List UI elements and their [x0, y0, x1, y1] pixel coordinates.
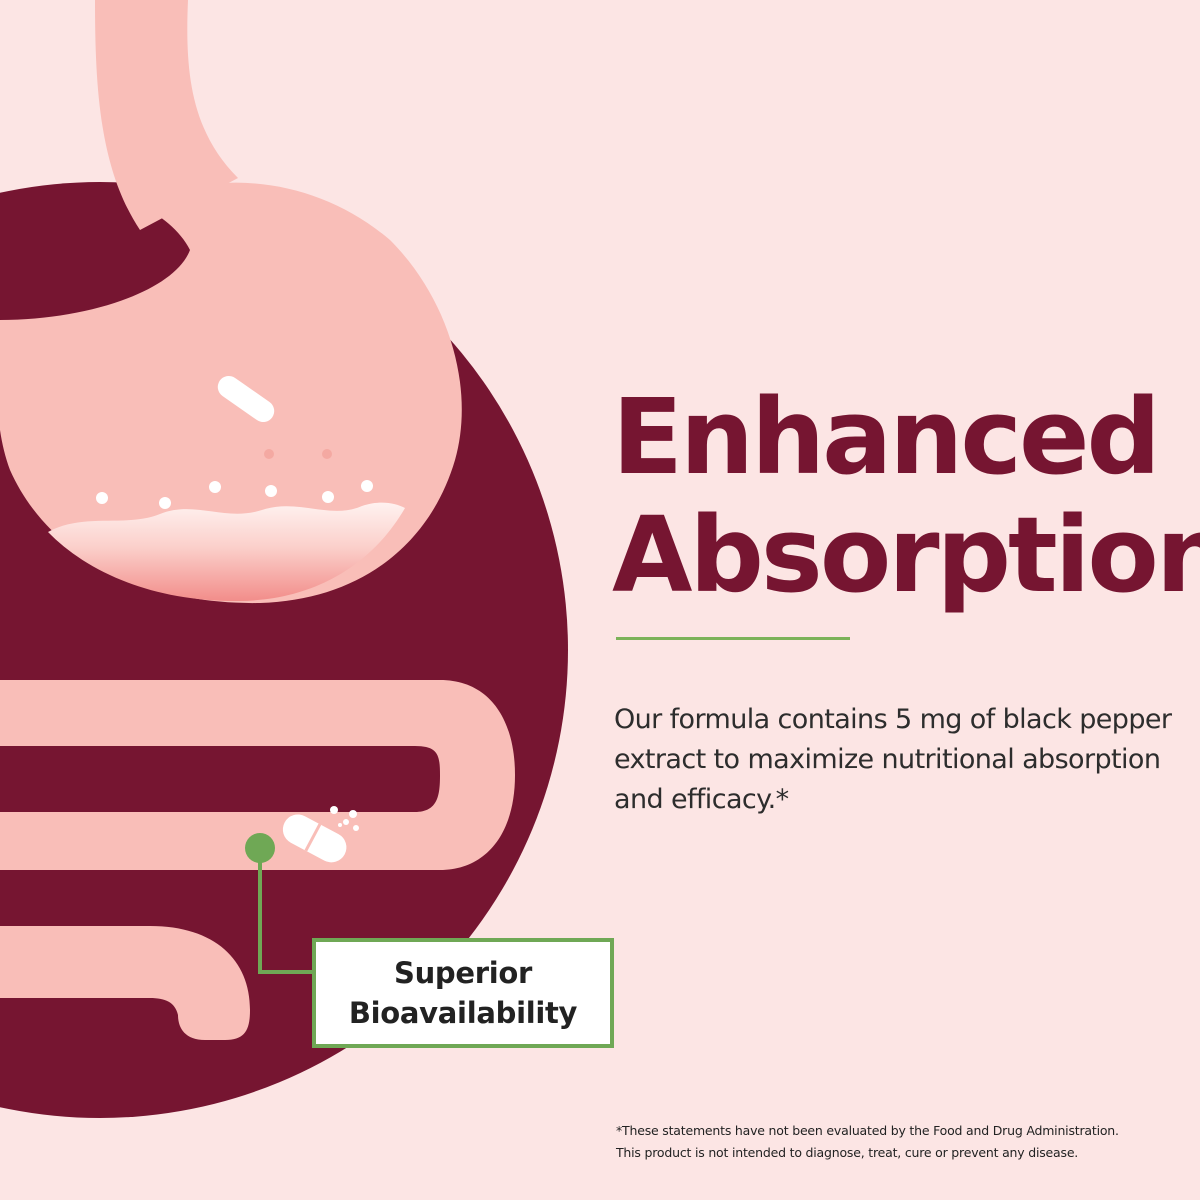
divider-line	[616, 637, 850, 640]
capsule-icon	[217, 375, 275, 423]
callout-dot	[245, 833, 275, 863]
stomach-liquid	[48, 502, 405, 602]
intestine-upper	[0, 680, 515, 870]
bubbles	[96, 449, 373, 509]
intestine-lower	[0, 926, 250, 1040]
dissolving-capsule-icon	[282, 814, 347, 863]
headline: Enhanced Absorption	[612, 378, 1200, 614]
callout-box: Superior Bioavailability	[312, 938, 614, 1048]
esophagus	[95, 0, 238, 230]
disclaimer-line-1: *These statements have not been evaluate…	[616, 1123, 1119, 1138]
headline-line-1: Enhanced	[612, 376, 1161, 498]
body-text: Our formula contains 5 mg of black peppe…	[614, 704, 1172, 815]
callout-line-2: Bioavailability	[348, 996, 578, 1030]
disclaimer: *These statements have not been evaluate…	[616, 1120, 1196, 1164]
disclaimer-line-2: This product is not intended to diagnose…	[616, 1145, 1079, 1160]
callout-connector	[258, 848, 312, 974]
capsule-particles	[330, 806, 359, 831]
callout-line-1: Superior	[393, 956, 533, 990]
headline-line-2: Absorption	[612, 494, 1200, 616]
